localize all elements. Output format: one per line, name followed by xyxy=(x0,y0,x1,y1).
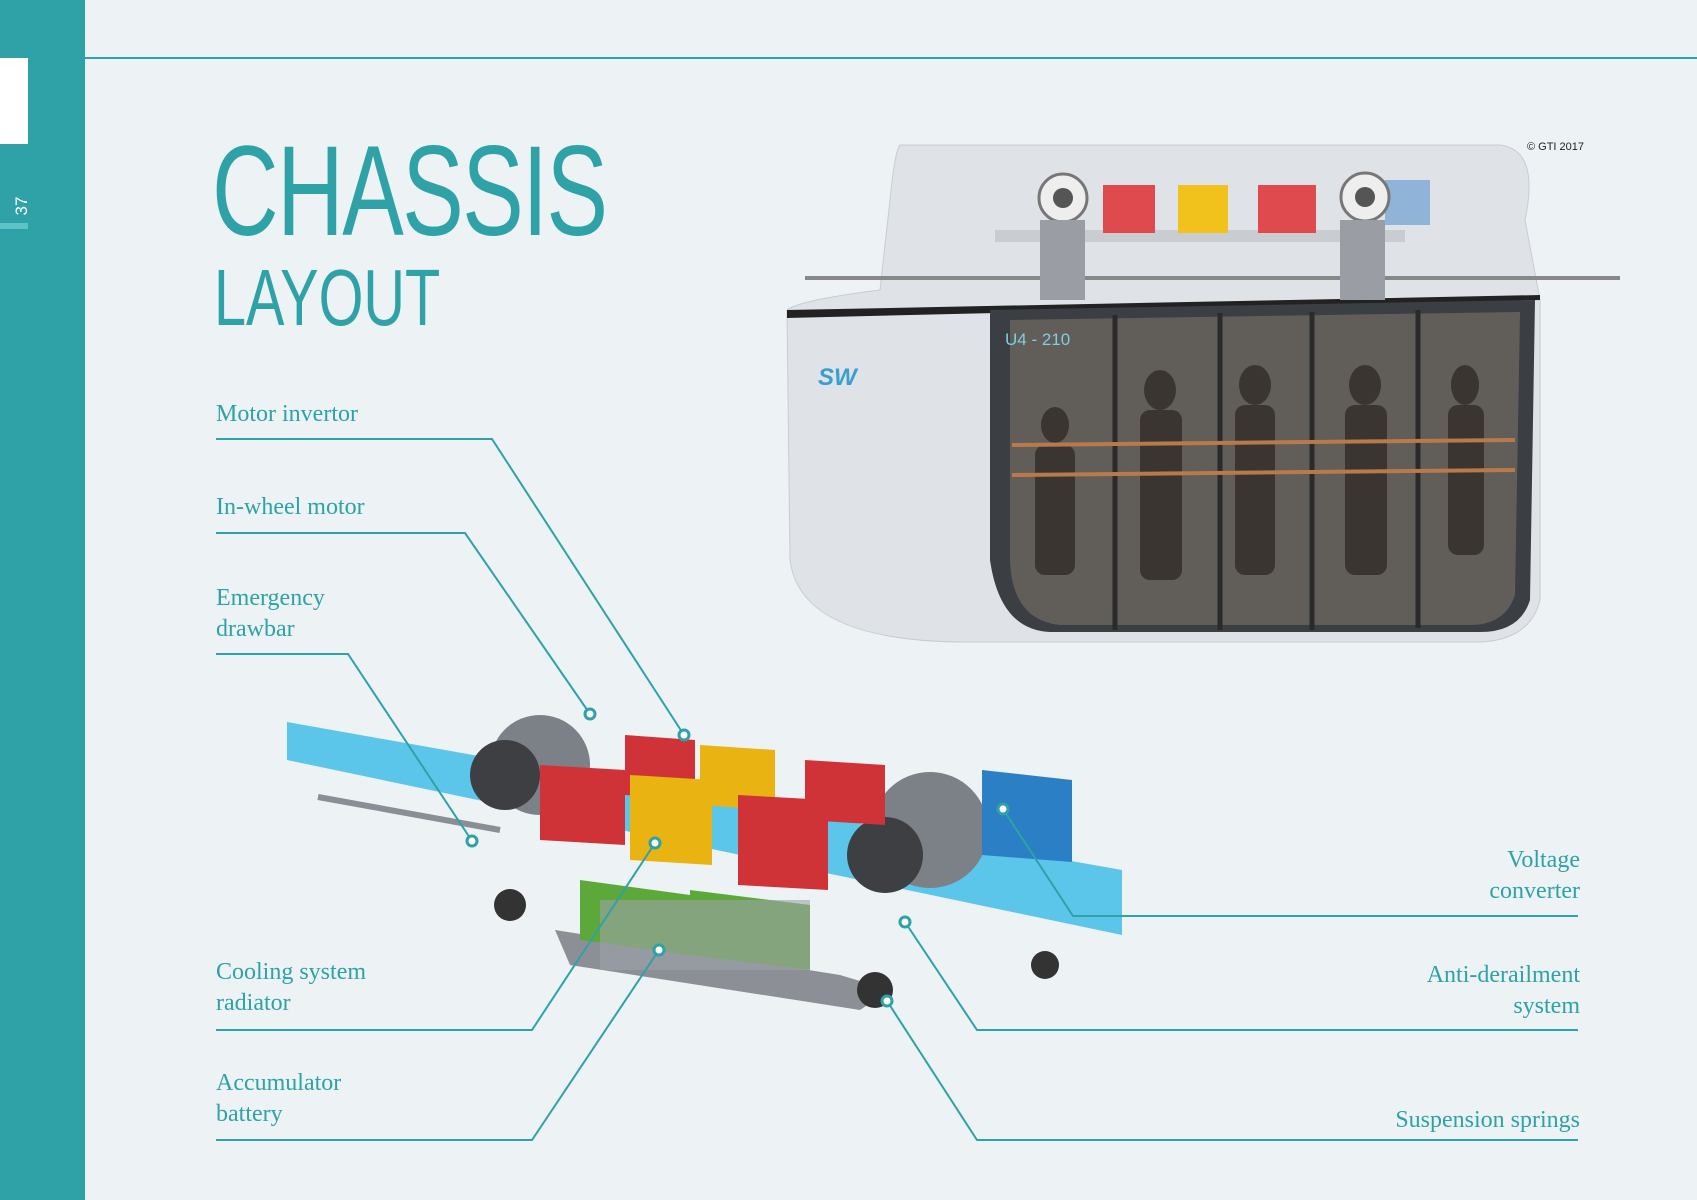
sidebar xyxy=(0,0,85,1200)
page-title: CHASSIS xyxy=(212,120,608,263)
chassis-image xyxy=(287,715,1122,1010)
sidebar-tab-marker xyxy=(0,58,28,144)
header-rule xyxy=(85,57,1697,59)
copyright: © GTI 2017 xyxy=(1527,141,1585,153)
route-label: U4 - 210 xyxy=(1005,330,1070,349)
brand-logo: SW xyxy=(818,364,859,391)
callout-dots xyxy=(465,707,1010,1008)
page-subtitle: LAYOUT xyxy=(214,253,441,342)
leader-lines xyxy=(216,438,1578,1141)
vehicle-image: U4 - 210 SW xyxy=(786,144,1620,643)
label-motor-invertor: Motor invertor xyxy=(216,401,358,427)
label-suspension-springs: Suspension springs xyxy=(1395,1107,1580,1133)
page-number-bar xyxy=(0,223,28,229)
label-in-wheel-motor: In-wheel motor xyxy=(216,494,365,520)
